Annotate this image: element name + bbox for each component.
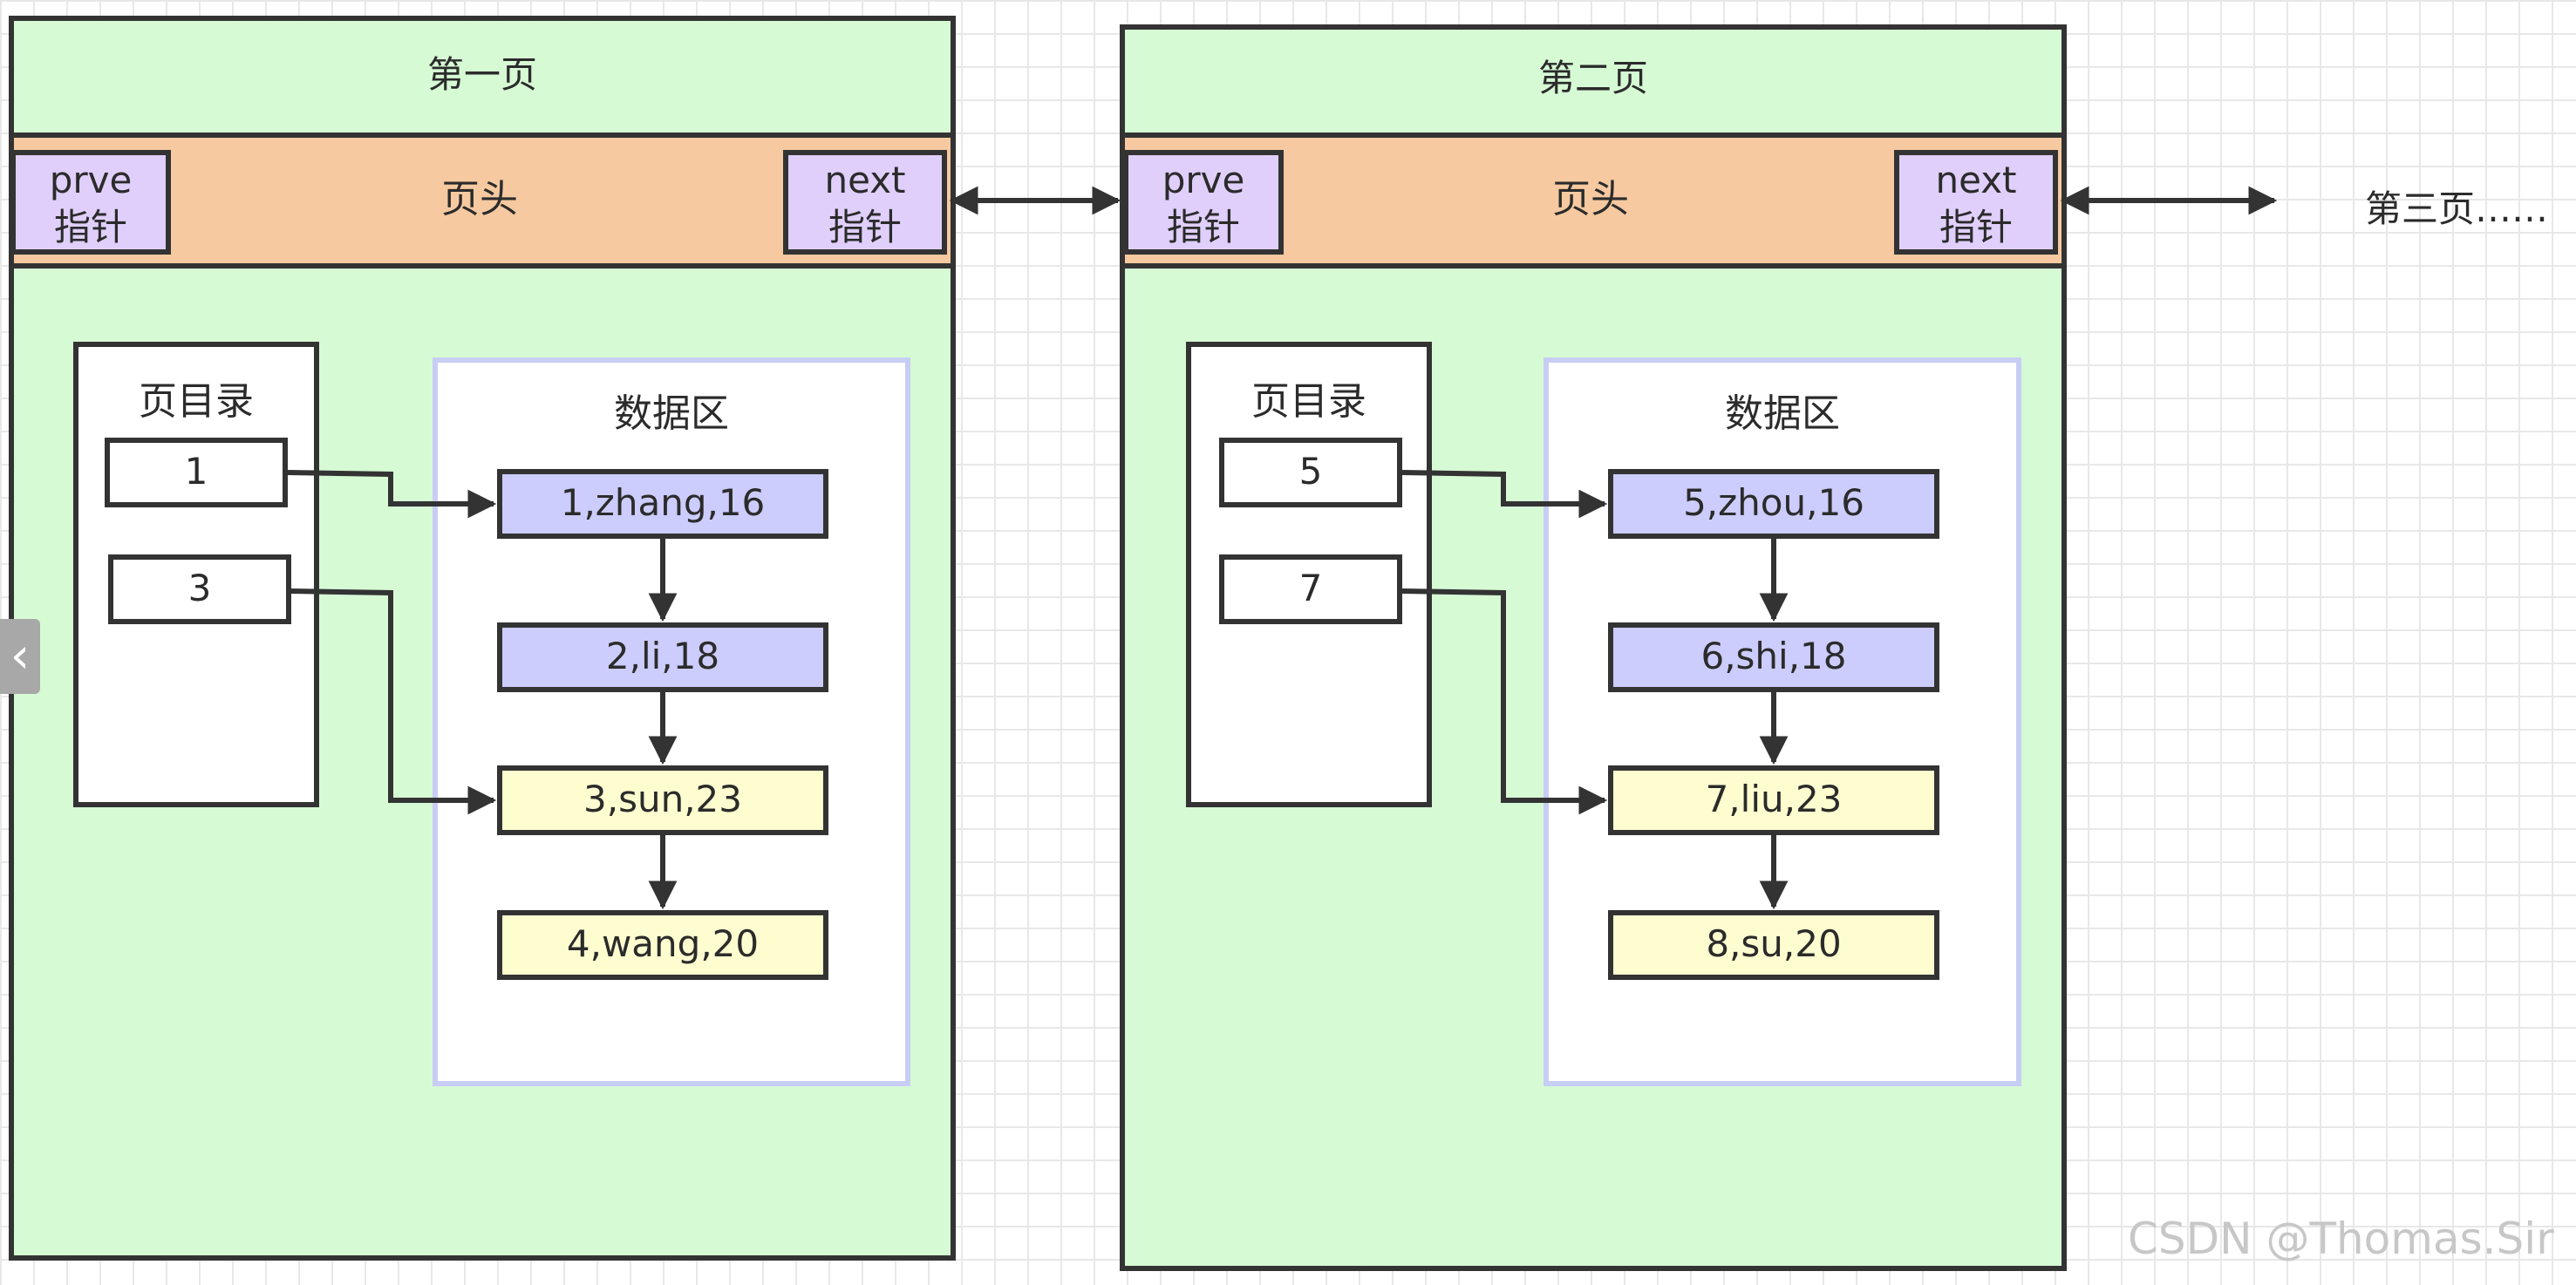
page-1-record-3: 3,sun,23 (497, 765, 828, 835)
page-1-record-1: 1,zhang,16 (497, 469, 828, 539)
page-2-directory-slot-7: 7 (1219, 554, 1402, 624)
page-2-record-8: 8,su,20 (1608, 910, 1939, 980)
page-1-directory-title: 页目录 (139, 379, 254, 424)
page-2-directory-title: 页目录 (1251, 379, 1366, 424)
page-2-record-6: 6,shi,18 (1608, 622, 1939, 692)
page-1-slot-3-arrow (290, 588, 497, 815)
page-2-slot-5-arrow (1401, 470, 1608, 519)
page-2-title: 第二页 (1537, 57, 1648, 99)
page-1-directory-slot-1: 1 (105, 438, 288, 507)
page-1-title: 第一页 (426, 53, 537, 96)
page-2-slot-7-arrow (1401, 588, 1608, 815)
page-1-header-title: 页头 (441, 177, 518, 221)
page-2-directory-slot-5: 5 (1219, 438, 1402, 507)
page-2-record-7: 7,liu,23 (1608, 765, 1939, 835)
page-2-record-5: 5,zhou,16 (1608, 469, 1939, 539)
page-2-header-title: 页头 (1552, 177, 1629, 221)
chevron-left-icon[interactable]: ‹ (0, 619, 40, 694)
page-1-record-2: 2,li,18 (497, 622, 828, 692)
page-1-record-4: 4,wang,20 (497, 910, 828, 980)
page-1-slot-1-arrow (287, 470, 497, 519)
page-1-directory-slot-3: 3 (108, 554, 291, 624)
page-2-data-area-title: 数据区 (1725, 391, 1840, 436)
third-page-label: 第三页…… (2365, 187, 2549, 230)
csdn-watermark: CSDN @Thomas.Sir (2128, 1214, 2554, 1264)
page-1-data-area-title: 数据区 (614, 391, 729, 436)
